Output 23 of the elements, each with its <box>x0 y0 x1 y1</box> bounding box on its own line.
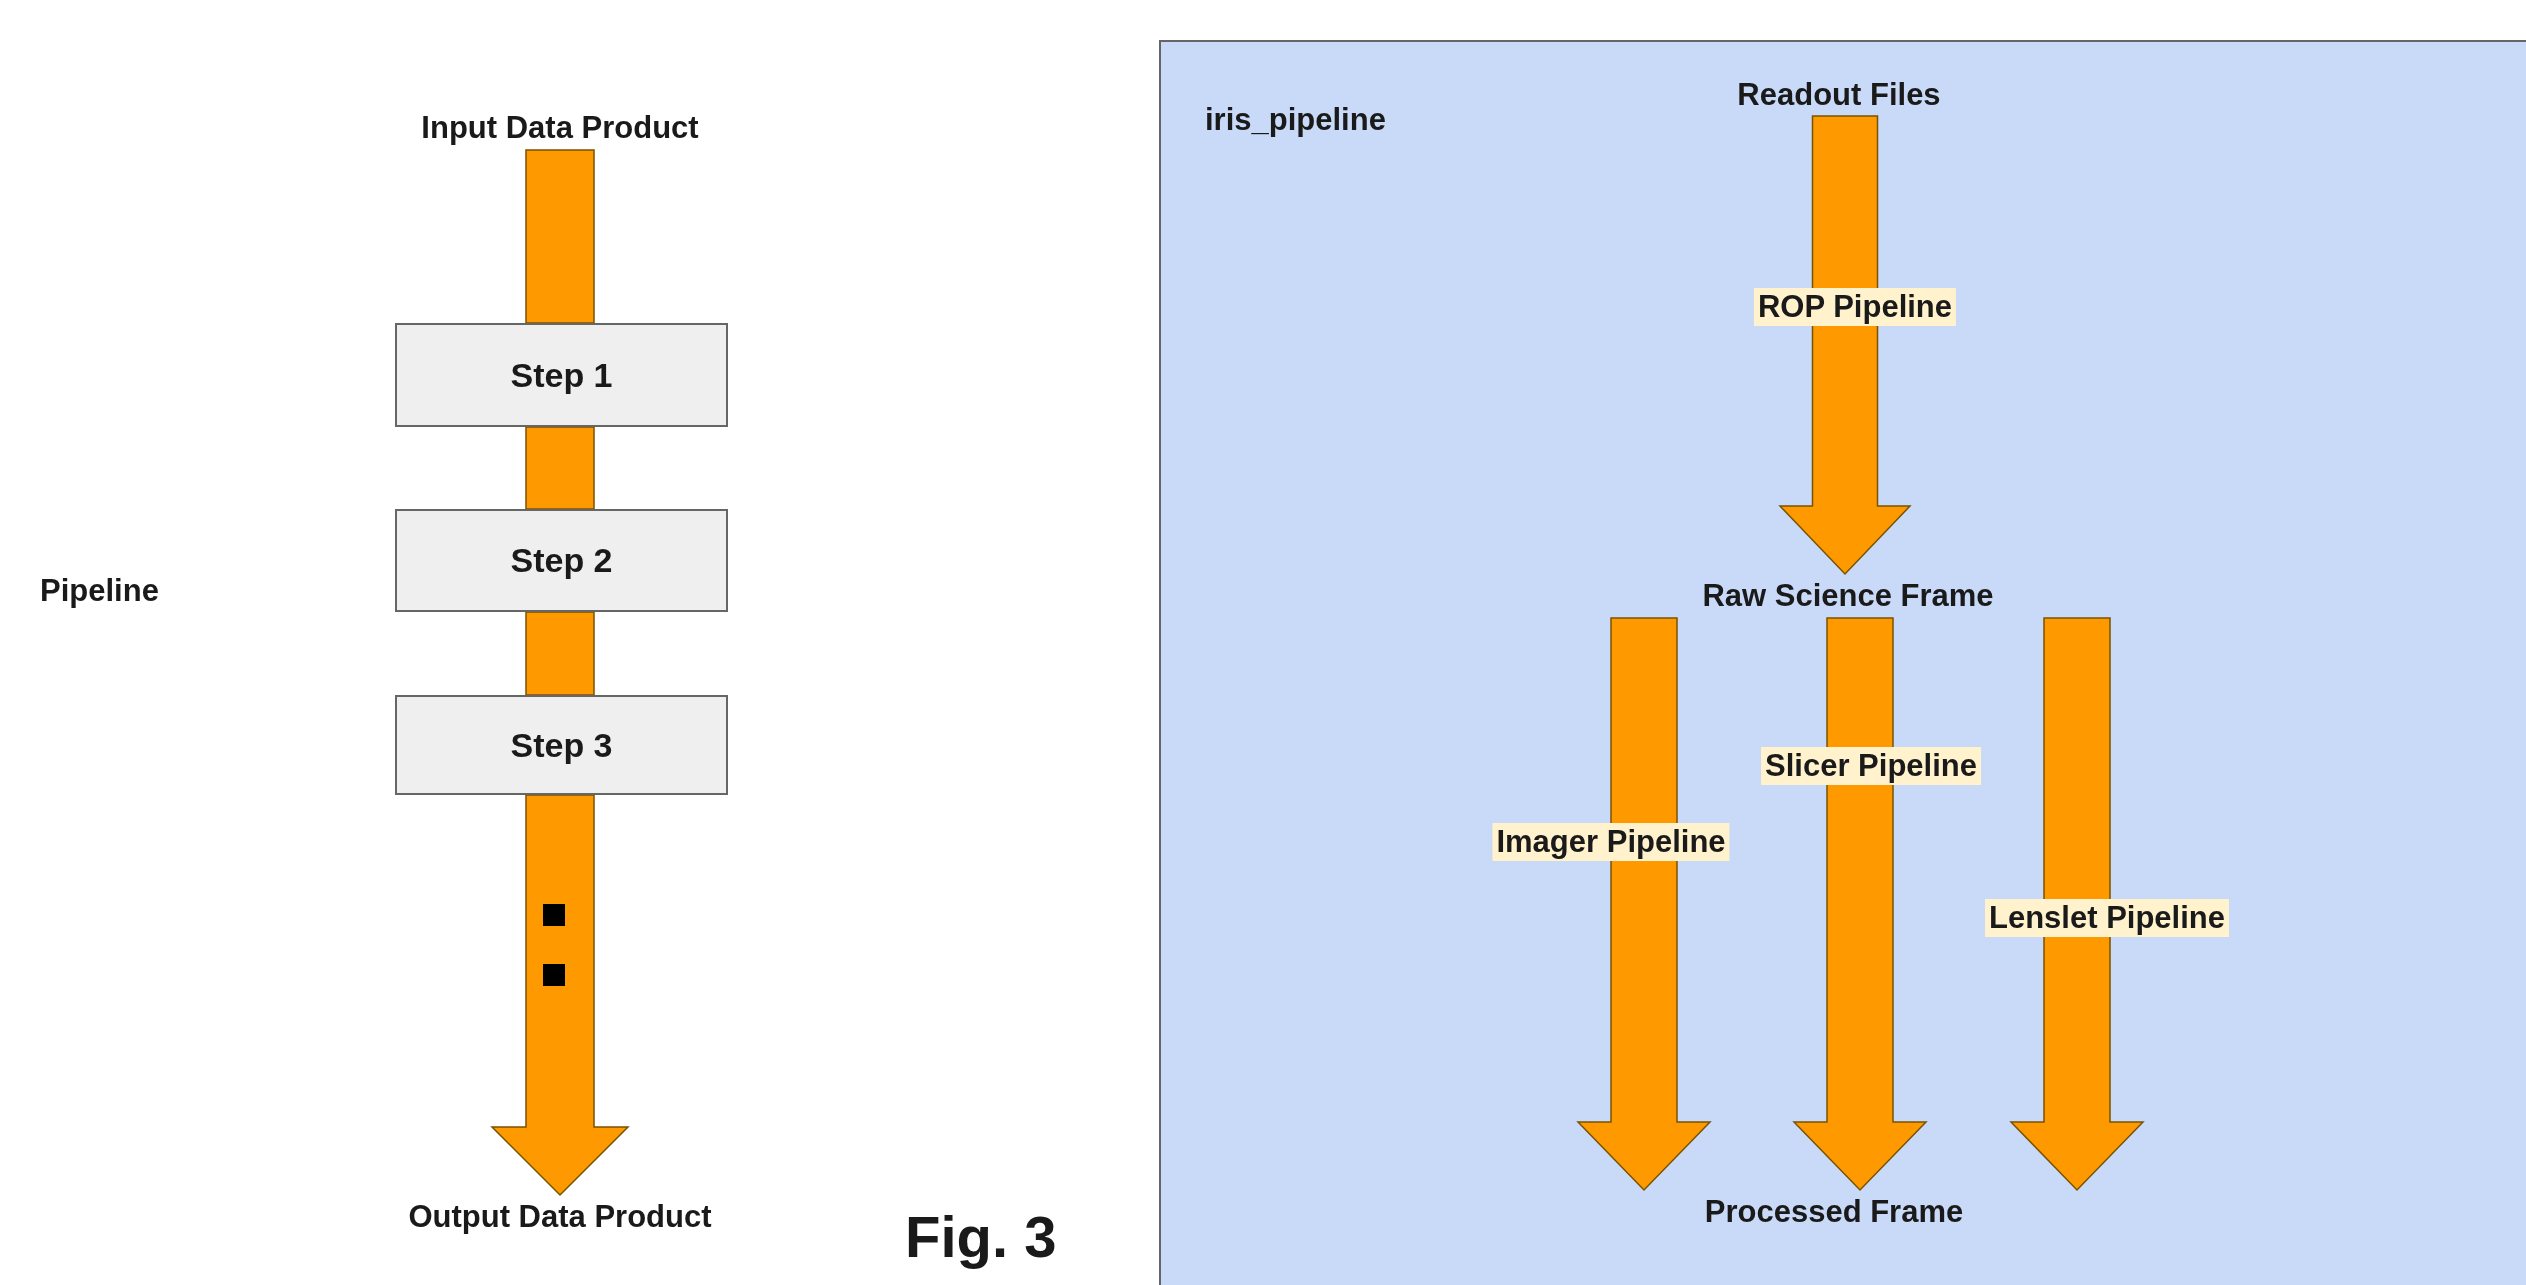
arrow-shaft <box>525 611 595 696</box>
edge-label: Lenslet Pipeline <box>1985 899 2229 937</box>
block-arrow <box>1576 617 1712 1192</box>
panel-title: iris_pipeline <box>1205 102 1386 138</box>
pipeline-panel <box>1159 40 2526 1285</box>
block-arrow <box>1792 617 1928 1192</box>
process-box: Step 1 <box>395 323 728 427</box>
node-label: Raw Science Frame <box>1648 574 2048 618</box>
edge-label: Imager Pipeline <box>1492 823 1730 861</box>
block-arrow <box>1778 115 1912 576</box>
node-label: Output Data Product <box>360 1195 760 1239</box>
process-box: Step 3 <box>395 695 728 795</box>
edge-label: Slicer Pipeline <box>1761 747 1981 785</box>
arrow-shaft <box>525 426 595 510</box>
node-label: Processed Frame <box>1634 1190 2034 1234</box>
edge-label: ROP Pipeline <box>1753 288 1957 326</box>
node-label: Input Data Product <box>360 106 760 150</box>
node-label: Readout Files <box>1689 74 1989 116</box>
side-label: Pipeline <box>40 575 159 606</box>
block-arrow <box>490 794 630 1197</box>
block-arrow <box>2009 617 2145 1192</box>
process-box: Step 2 <box>395 509 728 612</box>
arrow-shaft <box>525 149 595 324</box>
